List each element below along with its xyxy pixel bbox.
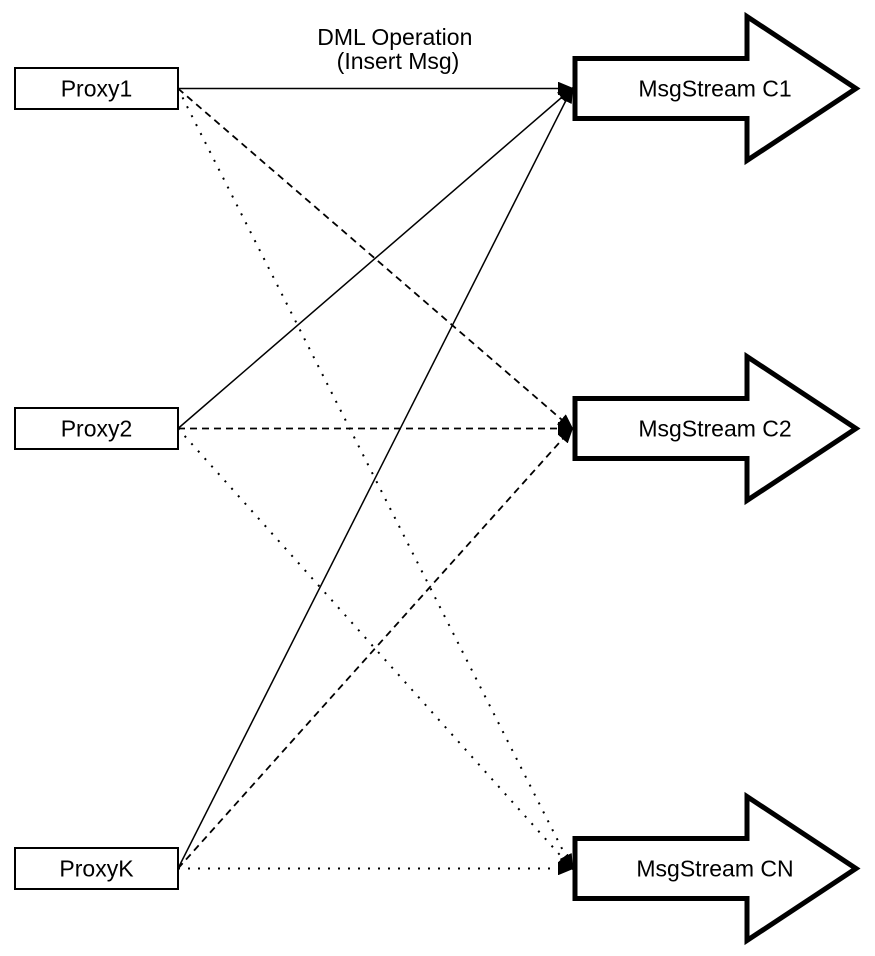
edge-proxyk-c2-dashed [177, 429, 572, 870]
proxyk-box [14, 847, 179, 890]
edge-proxy2-c1-solid [177, 89, 572, 430]
dml-operation-line1: DML Operation [317, 24, 472, 50]
proxy2-box [14, 407, 179, 450]
proxy1-box [14, 67, 179, 110]
msgstream-cn-arrow-shape [572, 791, 861, 946]
msgstream-c1-arrow-shape [572, 11, 861, 166]
edges-layer [177, 87, 572, 870]
node-msgstream-cn: MsgStream CN [572, 791, 861, 946]
proxy1-label: Proxy1 [61, 76, 133, 102]
msgstream-c2-label: MsgStream C2 [638, 416, 791, 442]
node-msgstream-c1: MsgStream C1 [572, 11, 861, 166]
node-proxyk: ProxyK [14, 847, 179, 890]
msgstream-c1-label: MsgStream C1 [638, 76, 791, 102]
proxy2-label: Proxy2 [61, 416, 133, 442]
node-proxy1: Proxy1 [14, 67, 179, 110]
msgstream-cn-label: MsgStream CN [636, 856, 793, 882]
dml-operation-edge-label: DML Operation (Insert Msg) [317, 24, 479, 74]
edge-proxyk-c1-solid [177, 89, 572, 869]
edge-proxy1-c2-dashed [177, 87, 572, 429]
msgstream-c2-arrow-shape [572, 351, 861, 506]
proxyk-label: ProxyK [59, 856, 134, 882]
node-msgstream-c2: MsgStream C2 [572, 351, 861, 506]
node-proxy2: Proxy2 [14, 407, 179, 450]
dml-operation-line2: (Insert Msg) [337, 48, 460, 74]
